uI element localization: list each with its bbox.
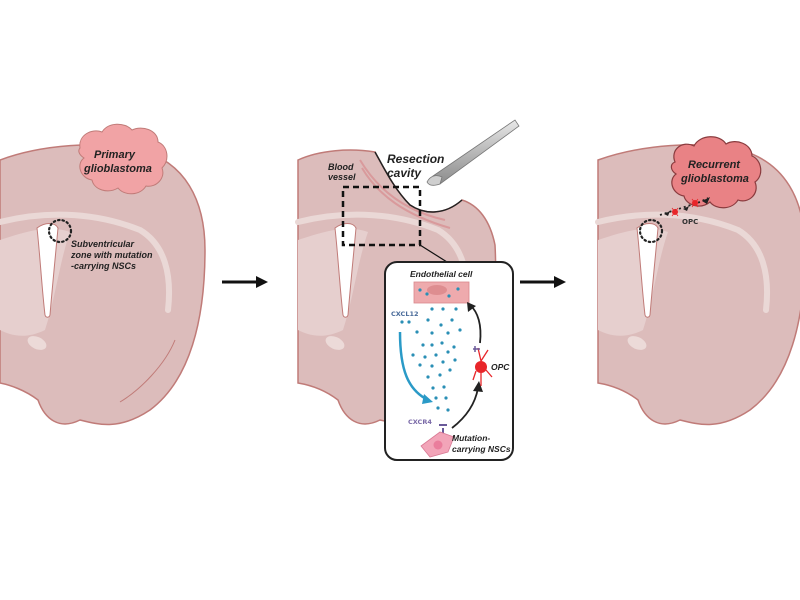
arrow-right-icon: [222, 276, 268, 288]
zoom-connector: [419, 244, 448, 263]
ligand-dot: [453, 358, 457, 362]
blood-vessel-label-2: vessel: [328, 172, 356, 182]
opc-cell-icon: [472, 346, 493, 386]
primary-tumor-label: Primary: [94, 149, 136, 161]
endothelial-nucleus: [427, 285, 447, 295]
svz-label-2: zone with mutation: [70, 250, 153, 260]
nsc-nucleus: [433, 440, 443, 450]
corpus-callosum-band: [595, 211, 771, 313]
cxcl12-label: CXCL12: [391, 310, 419, 318]
ligand-dot: [441, 307, 445, 311]
panel-primary: Primary glioblastoma Subventricular zone…: [0, 123, 206, 426]
ligand-dot: [430, 331, 434, 335]
migration-arrowhead: [702, 197, 710, 204]
resection-cavity-edge: [374, 151, 463, 213]
basal-ganglia-highlight: [325, 336, 345, 350]
basal-ganglia-highlight: [627, 336, 647, 350]
ligand-dot: [418, 363, 422, 367]
recurrent-tumor-label: Recurrent: [688, 159, 741, 171]
ligand-dot: [448, 368, 452, 372]
migration-arrowhead: [683, 206, 689, 211]
primary-tumor: [78, 123, 168, 195]
cxcl12-arrow: [398, 331, 429, 402]
ligand-dot: [423, 355, 427, 359]
ligand-dot: [426, 318, 430, 322]
corpus-callosum-band: [0, 211, 173, 313]
ligand-dot: [411, 353, 415, 357]
ligand-dot: [447, 294, 451, 298]
panel-recurrent: Recurrent glioblastoma OPC: [595, 136, 800, 426]
cxcr4-label: CXCR4: [408, 418, 432, 426]
ligand-dot: [400, 320, 404, 324]
migration-arrowhead: [664, 211, 670, 216]
ligand-dot: [415, 330, 419, 334]
ligand-dot: [446, 350, 450, 354]
ligand-dot: [418, 288, 422, 292]
scalpel-icon: [426, 119, 520, 186]
ligand-dot: [444, 396, 448, 400]
ligand-dot: [442, 385, 446, 389]
lateral-ventricle: [36, 223, 59, 318]
opc-label: OPC: [491, 362, 510, 372]
ligand-dot: [439, 323, 443, 327]
recurrent-tumor: [670, 136, 762, 209]
blood-vessel-label: Blood: [328, 162, 354, 172]
ligand-dot: [407, 320, 411, 324]
ligand-dot: [438, 373, 442, 377]
zoom-region-box: [341, 185, 422, 247]
ligand-dot: [431, 386, 435, 390]
ligand-dot: [446, 408, 450, 412]
ligand-dot: [436, 406, 440, 410]
arrow-right-icon: [520, 276, 566, 288]
lateral-ventricle: [636, 223, 659, 318]
ligand-dot: [425, 292, 429, 296]
ligand-dot: [441, 360, 445, 364]
ligand-dot: [452, 345, 456, 349]
svz-label-1: Subventricular: [71, 239, 135, 249]
ligand-dot: [434, 353, 438, 357]
cortex-lower-fold: [119, 339, 176, 403]
lateral-ventricle: [334, 223, 357, 318]
nsc-to-opc-arrowhead: [473, 381, 483, 392]
ligand-dot: [434, 396, 438, 400]
ligand-dot: [430, 364, 434, 368]
opc-cell-icon: [671, 207, 679, 217]
recurrent-tumor-label-2: glioblastoma: [680, 173, 749, 185]
ligand-dot: [454, 307, 458, 311]
svz-dotted-circle: [47, 218, 73, 244]
ligand-dot: [430, 307, 434, 311]
primary-tumor-label-2: glioblastoma: [83, 163, 152, 175]
inset-panel: Endothelial cell CXCL12 CXCR4 Mutation- …: [384, 261, 514, 461]
ligand-dot: [426, 375, 430, 379]
ligand-dot: [430, 343, 434, 347]
ligand-dot: [446, 331, 450, 335]
ligand-dot: [458, 328, 462, 332]
nsc-to-opc-arrow: [451, 387, 479, 429]
svz-dotted-circle: [638, 218, 664, 244]
opc-to-endothelial-arrowhead: [467, 302, 476, 312]
ligand-dot: [456, 287, 460, 291]
basal-ganglia-highlight: [27, 336, 47, 350]
nsc-label-2: carrying NSCs: [452, 444, 511, 454]
endothelial-cell-label: Endothelial cell: [410, 269, 473, 279]
panel-resection: Resection cavity Blood vessel Endothelia…: [295, 119, 520, 461]
ligand-dot: [421, 343, 425, 347]
ligand-dot: [450, 318, 454, 322]
opc-cell-icon: [691, 198, 699, 208]
resection-cavity-label: Resection: [387, 152, 444, 166]
ligand-dot: [440, 341, 444, 345]
svz-label-3: -carrying NSCs: [71, 261, 136, 271]
blood-vessel: [359, 159, 451, 229]
nsc-label-1: Mutation-: [452, 433, 490, 443]
cxcl12-arrowhead: [422, 394, 433, 404]
resection-cavity-label-2: cavity: [387, 166, 422, 180]
cxcl12-ligand-dots: [400, 287, 462, 412]
opc-label: OPC: [682, 218, 698, 226]
